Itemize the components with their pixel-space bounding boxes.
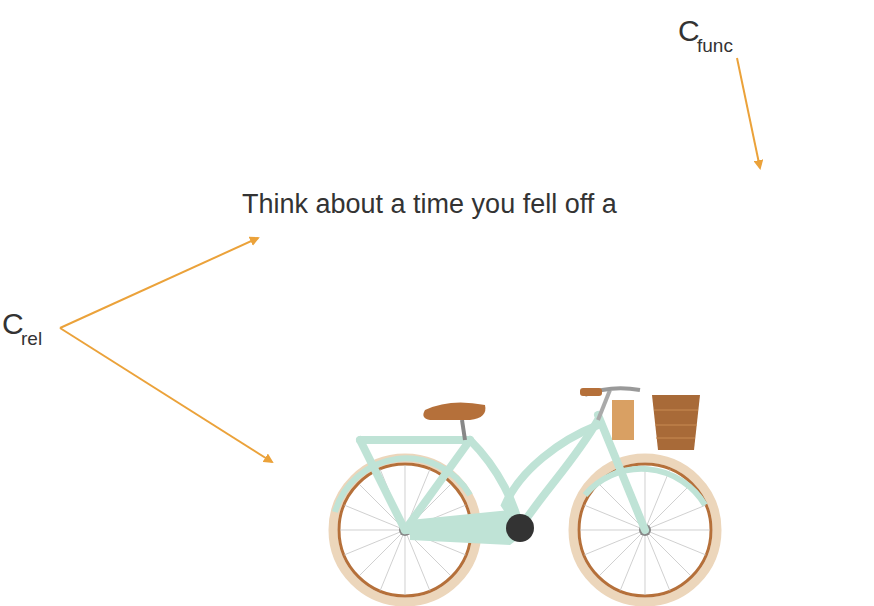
leader-arrow	[737, 58, 760, 168]
symbol-subscript: func	[697, 36, 733, 55]
symbol-subscript: rel	[21, 329, 42, 348]
sentence-prompt: Think about a time you fell off a	[242, 191, 617, 218]
concept-symbol: C	[2, 309, 24, 339]
bicycle-illustration	[333, 388, 717, 602]
leader-arrow	[60, 328, 272, 462]
leader-arrow	[60, 238, 258, 328]
concept-symbol: C	[678, 16, 700, 46]
